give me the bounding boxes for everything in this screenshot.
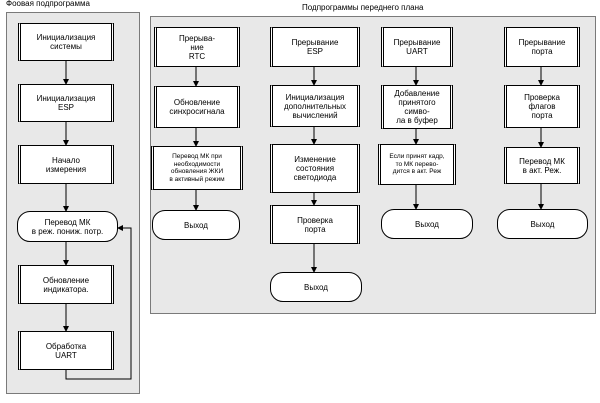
bg-loop-arrow <box>65 225 132 380</box>
uart-step-frame-wake: Если принят кадр, то МК перево- дится в … <box>378 144 456 185</box>
port-step-wake: Перевод МК в акт. Реж. <box>504 147 580 184</box>
background-panel-title: Фоовая подпрограмма <box>6 0 90 8</box>
port-step-check-flags: Проверка флагов порта <box>504 85 580 128</box>
bg-step-init-system: Инициализация системы <box>18 23 114 61</box>
bg-step-init-esp: Инициализация ESP <box>18 84 114 122</box>
bg-step-low-power-mode: Перевод МК в реж. пониж. потр. <box>17 211 118 242</box>
esp-step-toggle-led: Изменение состояния светодиода <box>270 144 360 193</box>
esp-step-check-port: Проверка порта <box>270 205 360 244</box>
rtc-exit: Выход <box>152 210 240 240</box>
esp-exit: Выход <box>270 272 362 302</box>
uart-interrupt-header: Прерывание UART <box>381 27 453 67</box>
esp-step-init-extra-calc: Инициализация дополнительных вычислений <box>270 85 360 127</box>
uart-exit: Выход <box>381 209 473 239</box>
uart-step-buffer-char: Добавление принятого симво- ла в буфер <box>381 85 453 129</box>
foreground-panel-title: Подпрограммы переднего плана <box>302 3 424 12</box>
port-interrupt-header: Прерывание порта <box>504 27 580 67</box>
bg-step-process-uart: Обработка UART <box>18 331 114 370</box>
esp-interrupt-header: Прерывание ESP <box>270 27 360 67</box>
rtc-step-wake-for-lcd: Перевод МК при необходимости обновления … <box>151 146 243 190</box>
port-exit: Выход <box>497 209 588 239</box>
bg-step-start-measurement: Начало измерения <box>18 145 114 184</box>
rtc-step-update-sync: Обновление синхросигнала <box>154 86 240 128</box>
rtc-interrupt-header: Прерыва- ние RTC <box>154 27 240 67</box>
bg-step-update-indicator: Обновление индикатора. <box>18 265 114 304</box>
background-panel <box>6 12 140 394</box>
